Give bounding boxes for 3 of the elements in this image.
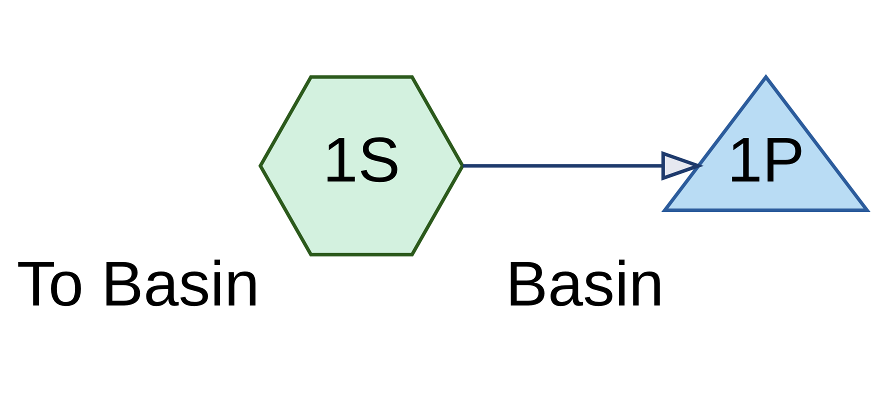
node-label: Basin — [506, 249, 664, 320]
node-label: To Basin — [16, 249, 260, 320]
arrow — [462, 151, 704, 181]
